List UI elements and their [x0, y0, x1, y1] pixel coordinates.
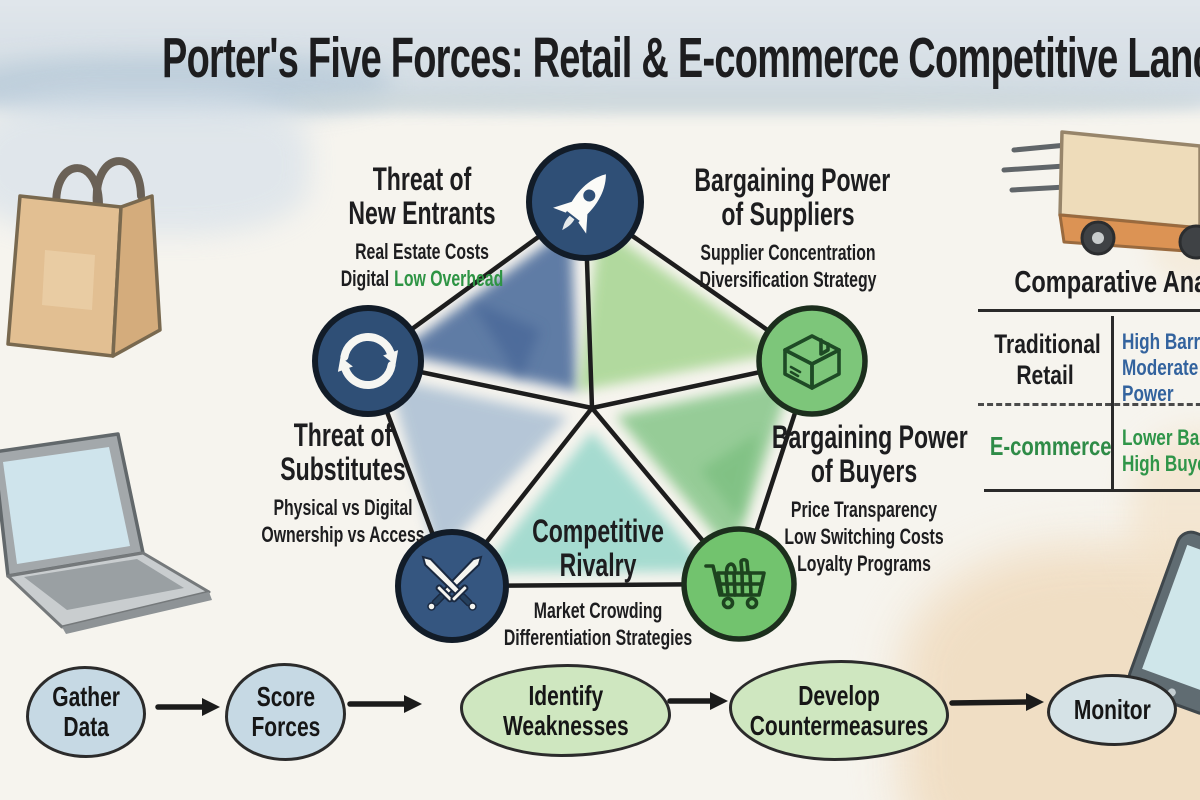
step-label-line: Forces	[251, 711, 320, 742]
force-label-buyers: Bargaining Power of Buyers Price Transpa…	[771, 419, 968, 578]
force-title: Threat of	[293, 417, 393, 453]
node-suppliers	[756, 305, 868, 417]
node-substitutes	[312, 305, 424, 417]
package-icon	[783, 334, 841, 390]
step-label-line: Gather	[52, 681, 120, 713]
force-detail: Physical vs Digital	[273, 495, 413, 521]
row-value-line: High Barri	[1122, 329, 1200, 354]
force-detail: Diversification Strategy	[699, 267, 877, 293]
crossed-swords-icon	[421, 555, 483, 611]
laptop-illustration	[0, 432, 212, 634]
force-label-rivalry: Competitive Rivalry	[504, 513, 691, 584]
force-label-substitutes: Threat of Substitutes Physical vs Digita…	[250, 418, 436, 549]
step-label: Develop Countermeasures	[750, 681, 929, 740]
force-title: Competitive	[532, 513, 664, 549]
refresh-icon	[337, 333, 399, 389]
node-new-entrants	[526, 143, 644, 261]
force-detail: Differentiation Strategies	[503, 624, 693, 650]
table-row-label-traditional-retail: Traditional Retail	[994, 329, 1101, 392]
table-row-divider-dashed	[978, 403, 1200, 406]
detail-prefix: Digital	[340, 266, 390, 292]
delivery-truck-illustration	[1001, 130, 1200, 260]
shopping-bag-illustration	[6, 157, 162, 358]
row-value-line: Moderate	[1122, 354, 1199, 380]
arrow-right-icon	[347, 695, 422, 713]
process-step-monitor: Monitor	[1047, 674, 1177, 746]
shopping-cart-icon	[704, 557, 766, 610]
pentagon-wedges	[389, 226, 792, 573]
force-detail: Ownership vs Access	[261, 522, 425, 548]
force-detail: Real Estate Costs	[355, 239, 489, 265]
arrow-right-icon	[949, 693, 1044, 711]
row-label-line: Traditional	[994, 329, 1101, 359]
force-title: Rivalry	[559, 547, 637, 584]
arrow-right-icon	[155, 698, 220, 716]
detail-highlight: Low Overhead	[394, 266, 504, 292]
comparison-table-title: Comparative Analysis	[1014, 264, 1200, 299]
table-bottom-rule	[984, 489, 1200, 492]
force-title: Threat of	[372, 161, 472, 197]
step-label-line: Weaknesses	[502, 709, 629, 741]
step-label-line: Monitor	[1073, 694, 1151, 726]
step-label: Monitor	[1074, 695, 1151, 725]
arrow-right-icon	[667, 692, 728, 710]
step-label-line: Countermeasures	[749, 709, 929, 741]
force-detail: Market Crowding	[533, 598, 663, 623]
node-buyers	[681, 526, 797, 642]
force-title: of Suppliers	[721, 196, 855, 233]
process-step-identify-weaknesses: Identify Weaknesses	[460, 664, 671, 757]
force-title: New Entrants	[348, 195, 496, 232]
step-label-line: Identify	[528, 679, 603, 711]
step-label: Score Forces	[251, 682, 320, 741]
force-detail-rivalry: Market Crowding Differentiation Strategi…	[490, 598, 706, 652]
force-title: of Buyers	[810, 453, 918, 490]
process-step-score-forces: Score Forces	[225, 663, 346, 761]
force-detail: Supplier Concentration	[700, 240, 876, 266]
table-row-values-ecommerce: Lower Barri High Buyer	[1122, 425, 1200, 477]
row-label-line: E-commerce	[989, 431, 1112, 461]
table-row-label-ecommerce: E-commerce	[989, 431, 1112, 461]
step-label: Gather Data	[52, 682, 120, 741]
force-label-new-entrants: Threat of New Entrants Real Estate Costs…	[328, 162, 515, 293]
force-title: Bargaining Power	[771, 419, 968, 455]
row-value-line: High Buyer	[1122, 450, 1200, 476]
force-title: Substitutes	[280, 451, 406, 488]
row-label-line: Retail	[1016, 360, 1074, 391]
step-label-line: Score	[256, 681, 315, 713]
process-step-gather-data: Gather Data	[26, 666, 146, 758]
rocket-icon	[553, 174, 606, 234]
force-title: Bargaining Power	[694, 162, 891, 198]
page-title: Porter's Five Forces: Retail & E-commerc…	[162, 27, 1200, 90]
table-row-values-traditional-retail: High Barri Moderate Power	[1122, 329, 1200, 407]
row-value-line: Power	[1122, 380, 1174, 406]
process-step-develop-countermeasures: Develop Countermeasures	[729, 660, 949, 761]
force-detail: Loyalty Programs	[797, 551, 931, 577]
node-rivalry	[395, 529, 509, 643]
force-detail: Price Transparency	[790, 497, 938, 523]
step-label: Identify Weaknesses	[503, 681, 629, 740]
force-label-suppliers: Bargaining Power of Suppliers Supplier C…	[694, 162, 891, 294]
step-label-line: Data	[63, 711, 109, 742]
row-value-line: Lower Barri	[1122, 425, 1200, 450]
table-top-rule	[978, 309, 1200, 312]
force-detail: Low Switching Costs	[784, 524, 944, 550]
step-label-line: Develop	[798, 679, 880, 711]
